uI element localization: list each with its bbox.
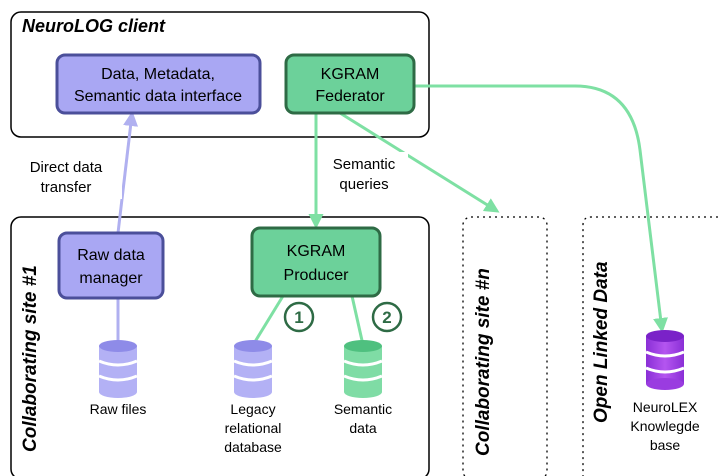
- open-data-container: [582, 216, 718, 476]
- kgram-federator-box: KGRAM Federator: [284, 53, 416, 115]
- producer-line-1: KGRAM: [287, 243, 346, 260]
- semantic-label-line-1: Semantic: [334, 401, 392, 417]
- neurolog-client-container: [10, 11, 430, 138]
- neurolex-label-line-2: Knowlegde: [630, 418, 699, 434]
- federator-to-neurolex-arrow: [414, 84, 668, 333]
- raw-data-manager-box: Raw data manager: [57, 231, 165, 300]
- legacy-label-line-2: relational: [225, 420, 282, 436]
- kgram-producer-box: KGRAM Producer: [250, 226, 382, 298]
- semantic-queries-line-1: Semantic: [333, 156, 396, 173]
- legacy-label-line-3: database: [224, 439, 282, 455]
- data-interface-line-2: Semantic data interface: [74, 88, 242, 105]
- connectors: [116, 84, 668, 346]
- data-interface-line-1: Data, Metadata,: [101, 66, 215, 83]
- producer-semantic-link: [350, 295, 365, 346]
- raw-files-database-icon: [98, 340, 138, 398]
- federator-line-1: KGRAM: [321, 66, 380, 83]
- siten-label: Collaborating site #n: [473, 268, 494, 456]
- producer-legacy-link: [251, 295, 285, 346]
- semantic-label-line-2: data: [349, 420, 376, 436]
- neurolex-database-icon: [645, 330, 685, 390]
- raw-manager-line-1: Raw data: [77, 247, 145, 264]
- legacy-database-icon: [233, 340, 273, 398]
- direct-transfer-label: Direct data transfer: [14, 155, 122, 199]
- data-interface-box: Data, Metadata, Semantic data interface: [55, 53, 262, 115]
- legacy-label-line-1: Legacy: [230, 401, 275, 417]
- semantic-database-icon: [343, 340, 383, 398]
- badge-2-label: 2: [382, 308, 391, 327]
- semantic-queries-line-2: queries: [339, 176, 388, 193]
- federator-line-2: Federator: [315, 88, 385, 105]
- client-title: NeuroLOG client: [22, 16, 166, 36]
- raw-manager-line-2: manager: [79, 270, 143, 287]
- producer-line-2: Producer: [284, 267, 350, 284]
- site1-container: [10, 216, 430, 476]
- open-data-label: Open Linked Data: [591, 261, 612, 423]
- badge-1-label: 1: [294, 308, 303, 327]
- direct-transfer-line-2: transfer: [41, 179, 92, 196]
- direct-transfer-line-1: Direct data: [30, 159, 103, 176]
- site1-label: Collaborating site #1: [20, 265, 41, 452]
- semantic-queries-label: Semantic queries: [322, 152, 408, 196]
- federator-to-siten-arrow: [339, 111, 500, 213]
- neurolex-label-line-3: base: [650, 437, 681, 453]
- raw-files-label: Raw files: [90, 401, 147, 417]
- direct-transfer-arrow: [116, 111, 139, 234]
- badge-2: 2: [371, 301, 403, 333]
- neurolex-label-line-1: NeuroLEX: [633, 399, 698, 415]
- badge-1: 1: [283, 301, 315, 333]
